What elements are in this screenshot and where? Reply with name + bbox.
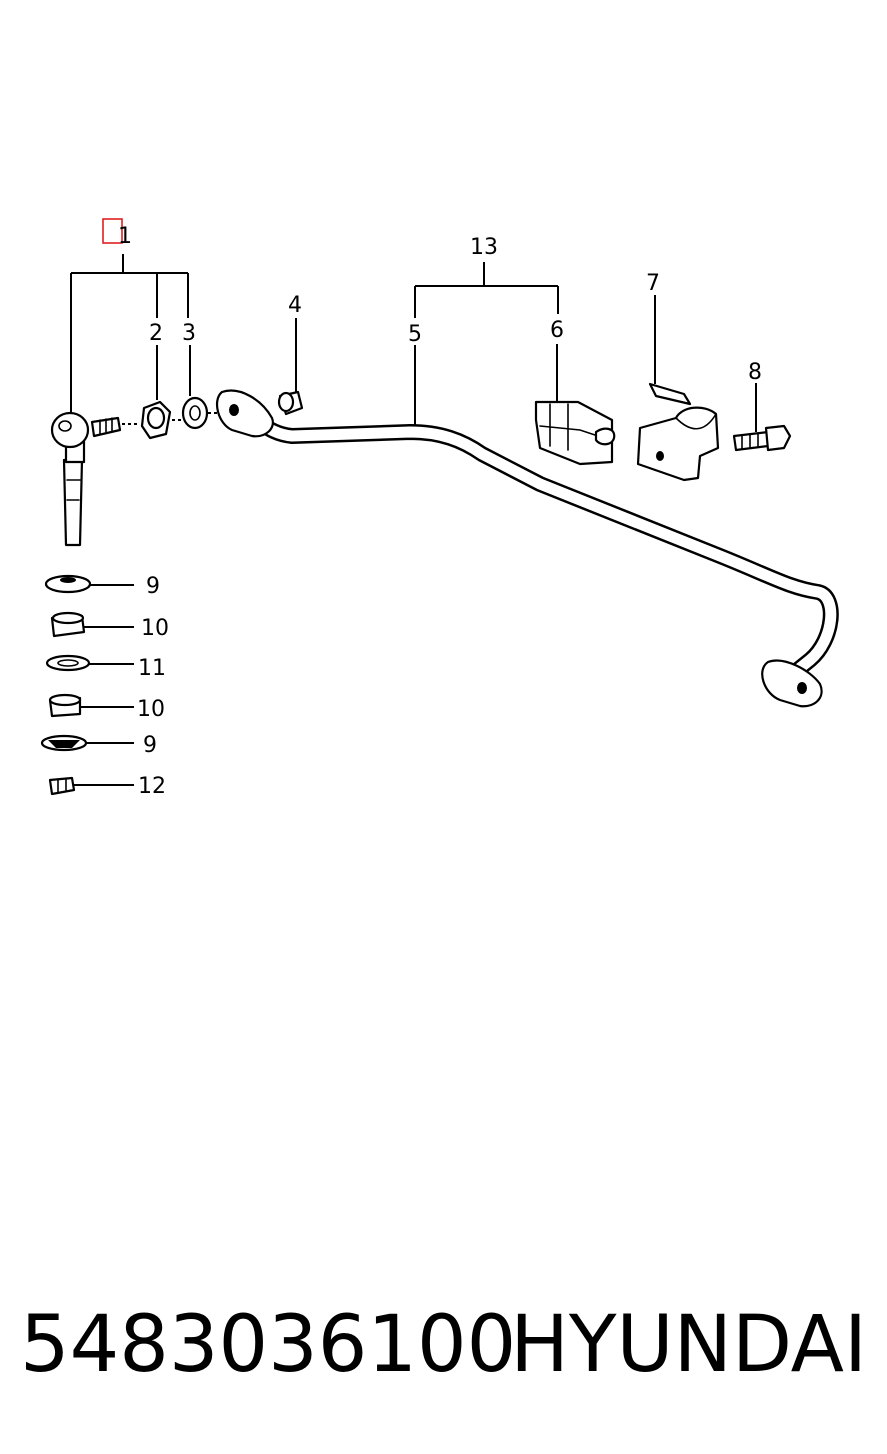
cup-washer-9-upper — [44, 574, 92, 594]
callout-6: 6 — [550, 318, 564, 343]
washer-3 — [181, 396, 209, 430]
stabilizer-bar — [215, 389, 839, 708]
callout-8: 8 — [748, 360, 762, 385]
bushing-10-upper — [50, 611, 86, 638]
callout-1: 1 — [118, 224, 132, 249]
part-number: 5483036100 — [20, 1300, 517, 1390]
bracket-bar-assembly — [414, 262, 559, 428]
bracket-link-assembly — [70, 254, 191, 420]
callout-3: 3 — [182, 321, 196, 346]
bar-bushing-6 — [534, 400, 616, 466]
highlight-box — [102, 218, 123, 244]
bushing-bracket-7 — [636, 382, 720, 482]
cup-washer-9-lower — [40, 734, 88, 752]
stabilizer-link — [50, 411, 122, 547]
callout-7: 7 — [646, 271, 660, 296]
brand-name: HYUNDAI — [510, 1300, 867, 1390]
bolt-8 — [732, 424, 792, 452]
footer: 5483036100 HYUNDAI — [0, 1290, 887, 1400]
parts-diagram: 1 2 3 4 13 5 6 7 8 9 10 11 10 9 12 — [40, 218, 839, 799]
bushing-2 — [140, 400, 172, 440]
washer-11 — [45, 654, 91, 672]
bushing-10-lower — [48, 693, 82, 718]
callout-5: 5 — [408, 322, 422, 347]
callout-4: 4 — [288, 293, 302, 318]
callout-9-lower: 9 — [143, 733, 157, 758]
callout-12: 12 — [138, 774, 166, 799]
nut-12 — [48, 776, 76, 796]
callout-2: 2 — [149, 321, 163, 346]
spacer-4 — [277, 390, 304, 416]
callout-13: 13 — [470, 235, 498, 260]
callout-11: 11 — [138, 656, 166, 681]
callout-10-upper: 10 — [141, 616, 169, 641]
callout-10-lower: 10 — [137, 697, 165, 722]
callout-9-upper: 9 — [146, 574, 160, 599]
